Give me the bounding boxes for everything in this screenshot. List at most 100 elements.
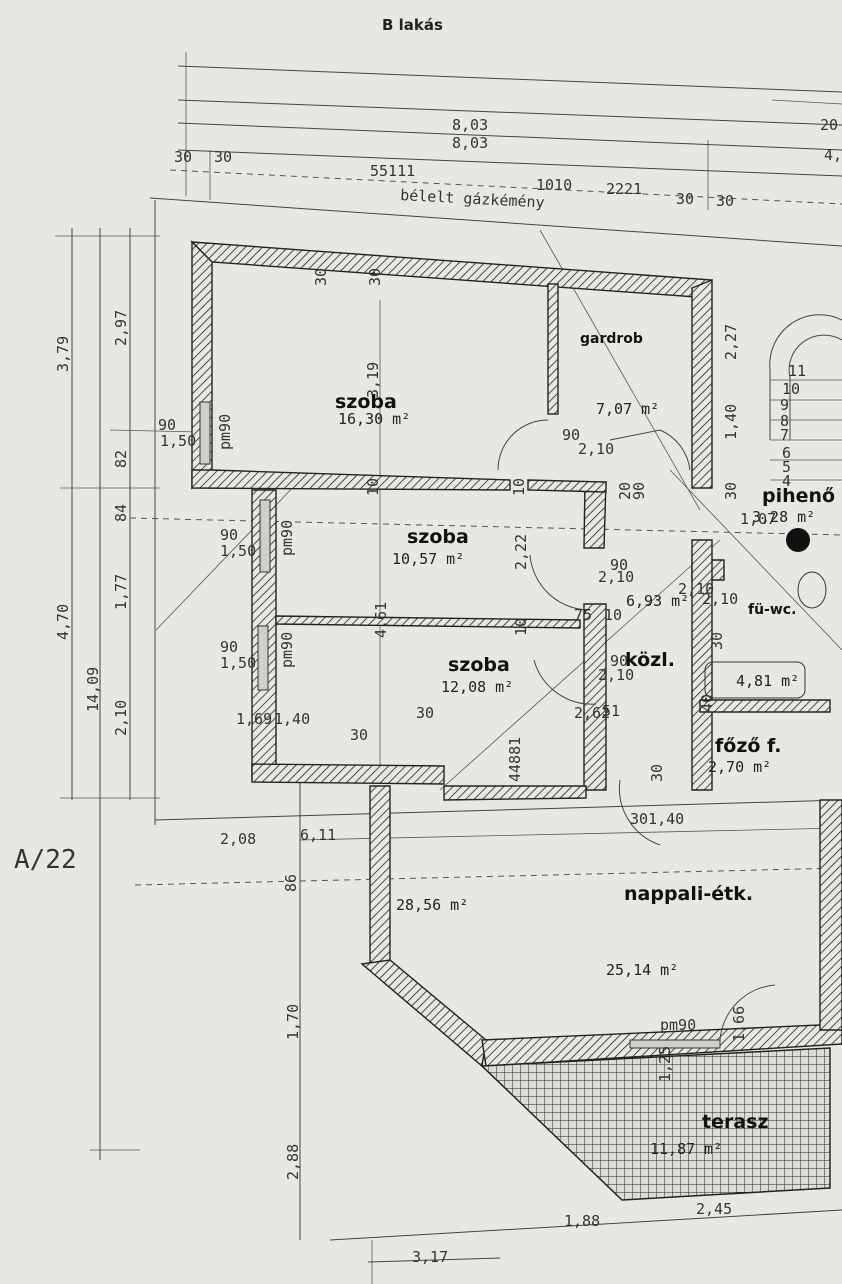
room-name-bedroom-1: szoba (335, 391, 397, 413)
room-area-kitchen: 2,70 m² (708, 758, 771, 776)
dim-left-5: 1,77 (112, 574, 130, 610)
dimension-label: 1,40 (274, 710, 310, 728)
terrace-floor (480, 1047, 831, 1201)
dimension-label: 1,66 (730, 1006, 748, 1042)
room-name-bedroom-3: szoba (448, 654, 510, 676)
doors (497, 419, 776, 1041)
dimension-label: 2,88 (284, 1144, 302, 1180)
dimension-label: 2,22 (512, 534, 530, 570)
dimension-label: 30 (366, 268, 384, 286)
room-area-bedroom-2: 10,57 m² (392, 550, 464, 568)
top-dimension-values: 8,03 8,03 30 30 55111 1010 2221 30 30 20… (174, 116, 842, 210)
staircase (704, 314, 842, 699)
stair-step-9: 9 (780, 396, 789, 414)
dimension-label: 1,50 (220, 654, 256, 672)
dimension-label: 2,10 (702, 590, 738, 608)
dim-top-room-1: 55111 (370, 162, 415, 180)
room-area-wc: 4,81 m² (736, 672, 799, 690)
dimension-label: 75 (574, 606, 592, 624)
dimension-label: 90 (610, 652, 628, 670)
room-area-bedroom-3: 12,08 m² (441, 678, 513, 696)
dimension-label: 90 (630, 482, 648, 500)
dimension-label: 1,40 (722, 404, 740, 440)
dimension-label: 3,17 (412, 1248, 448, 1266)
dimension-label: 10 (510, 478, 528, 496)
dimension-label: 2,10 (598, 666, 634, 684)
dimension-label: 2,62 (574, 704, 610, 722)
dimension-label: 10 (364, 478, 382, 496)
chimney-label: bélelt gázkémény (400, 186, 545, 212)
dimension-label: 90 (158, 416, 176, 434)
dimension-label: 40 (698, 694, 716, 712)
dim-top-wall-2: 30 (214, 148, 232, 166)
dimension-label: 90 (220, 526, 238, 544)
dimension-label: 86 (282, 874, 300, 892)
dimension-label: 10 (604, 606, 622, 624)
dimension-label: 2,45 (696, 1200, 732, 1218)
dimension-label: 30 (648, 764, 666, 782)
stair-step-10: 10 (782, 380, 800, 398)
room-area-wardrobe: 7,07 m² (596, 400, 659, 418)
dimension-label: 2,08 (220, 830, 256, 848)
dimension-label: 1,25 (656, 1046, 674, 1082)
dim-left-3: 82 (112, 450, 130, 468)
dim-top-wall-3: 30 (676, 190, 694, 208)
dimension-label: 2,10 (678, 580, 714, 598)
dimension-label: 30 (312, 268, 330, 286)
sheet-label: A/22 (14, 845, 77, 875)
plan-title: B lakás (382, 16, 443, 34)
room-area-extra: 28,56 m² (396, 896, 468, 914)
dim-left-1: 3,79 (54, 336, 72, 372)
dimension-label: 51 (602, 702, 620, 720)
dimension-label: 20 (616, 482, 634, 500)
interior-dimension-values: 3,19 30 30 10 10 4,61 2,22 10 1,50 1,50 … (158, 268, 776, 1266)
stair-step-7: 7 (780, 426, 789, 444)
dimension-label: 2,10 (598, 568, 634, 586)
room-name-landing: pihenő (762, 485, 835, 507)
dimension-label: 1,69 (236, 710, 272, 728)
auxiliary-lines (129, 229, 842, 1284)
stair-step-6: 6 (782, 444, 791, 462)
window-code-4: pm90 (660, 1016, 696, 1034)
dimension-label: 301,40 (630, 810, 684, 828)
walls (190, 240, 842, 1068)
dim-left-4: 84 (112, 504, 130, 522)
room-name-living-dining: nappali-étk. (624, 883, 753, 905)
dimension-label: 6,11 (300, 826, 336, 844)
dimension-label: 10 (512, 618, 530, 636)
room-labels: szoba 16,30 m² gardrob 7,07 m² szoba 10,… (335, 331, 835, 1158)
dim-top-total-2: 8,03 (452, 134, 488, 152)
dimension-label: 1,50 (220, 542, 256, 560)
dim-top-total-1: 8,03 (452, 116, 488, 134)
dimension-label: 30 (722, 482, 740, 500)
room-name-hall: közl. (625, 649, 675, 671)
room-area-landing: 3,28 m² (752, 508, 815, 526)
dimension-label: 4,61 (372, 602, 390, 638)
window-code-1: pm90 (216, 414, 234, 450)
top-dimension-lines (149, 52, 842, 247)
stair-step-4: 4 (782, 472, 791, 490)
dimension-label: 90 (220, 638, 238, 656)
room-name-bedroom-2: szoba (407, 526, 469, 548)
room-name-wc: fü-wc. (748, 602, 796, 618)
dimension-label: 90 (562, 426, 580, 444)
dim-left-8: 2,10 (112, 700, 130, 736)
stair-step-11: 11 (788, 362, 806, 380)
stair-direction-marker (786, 528, 810, 552)
dim-top-room-3: 2221 (606, 180, 642, 198)
dimension-label: 1,07 (740, 510, 776, 528)
windows (199, 401, 721, 1049)
room-name-wardrobe: gardrob (580, 331, 643, 347)
dimension-label: 2,10 (578, 440, 614, 458)
room-area-hall: 6,93 m² (626, 592, 689, 610)
annotations: bélelt gázkémény pm90 pm90 pm90 pm90 11 … (216, 186, 806, 1034)
dim-left-2: 2,97 (112, 310, 130, 346)
dimension-label: 30 (416, 704, 434, 722)
dimension-label: 30 (708, 632, 726, 650)
dim-left-7: 14,09 (84, 667, 102, 712)
room-area-terrace: 11,87 m² (650, 1140, 722, 1158)
window-code-3: pm90 (278, 632, 296, 668)
dimension-label: 1,88 (564, 1212, 600, 1230)
left-dimension-values: 3,79 2,97 82 84 1,77 4,70 14,09 2,10 (54, 310, 130, 736)
